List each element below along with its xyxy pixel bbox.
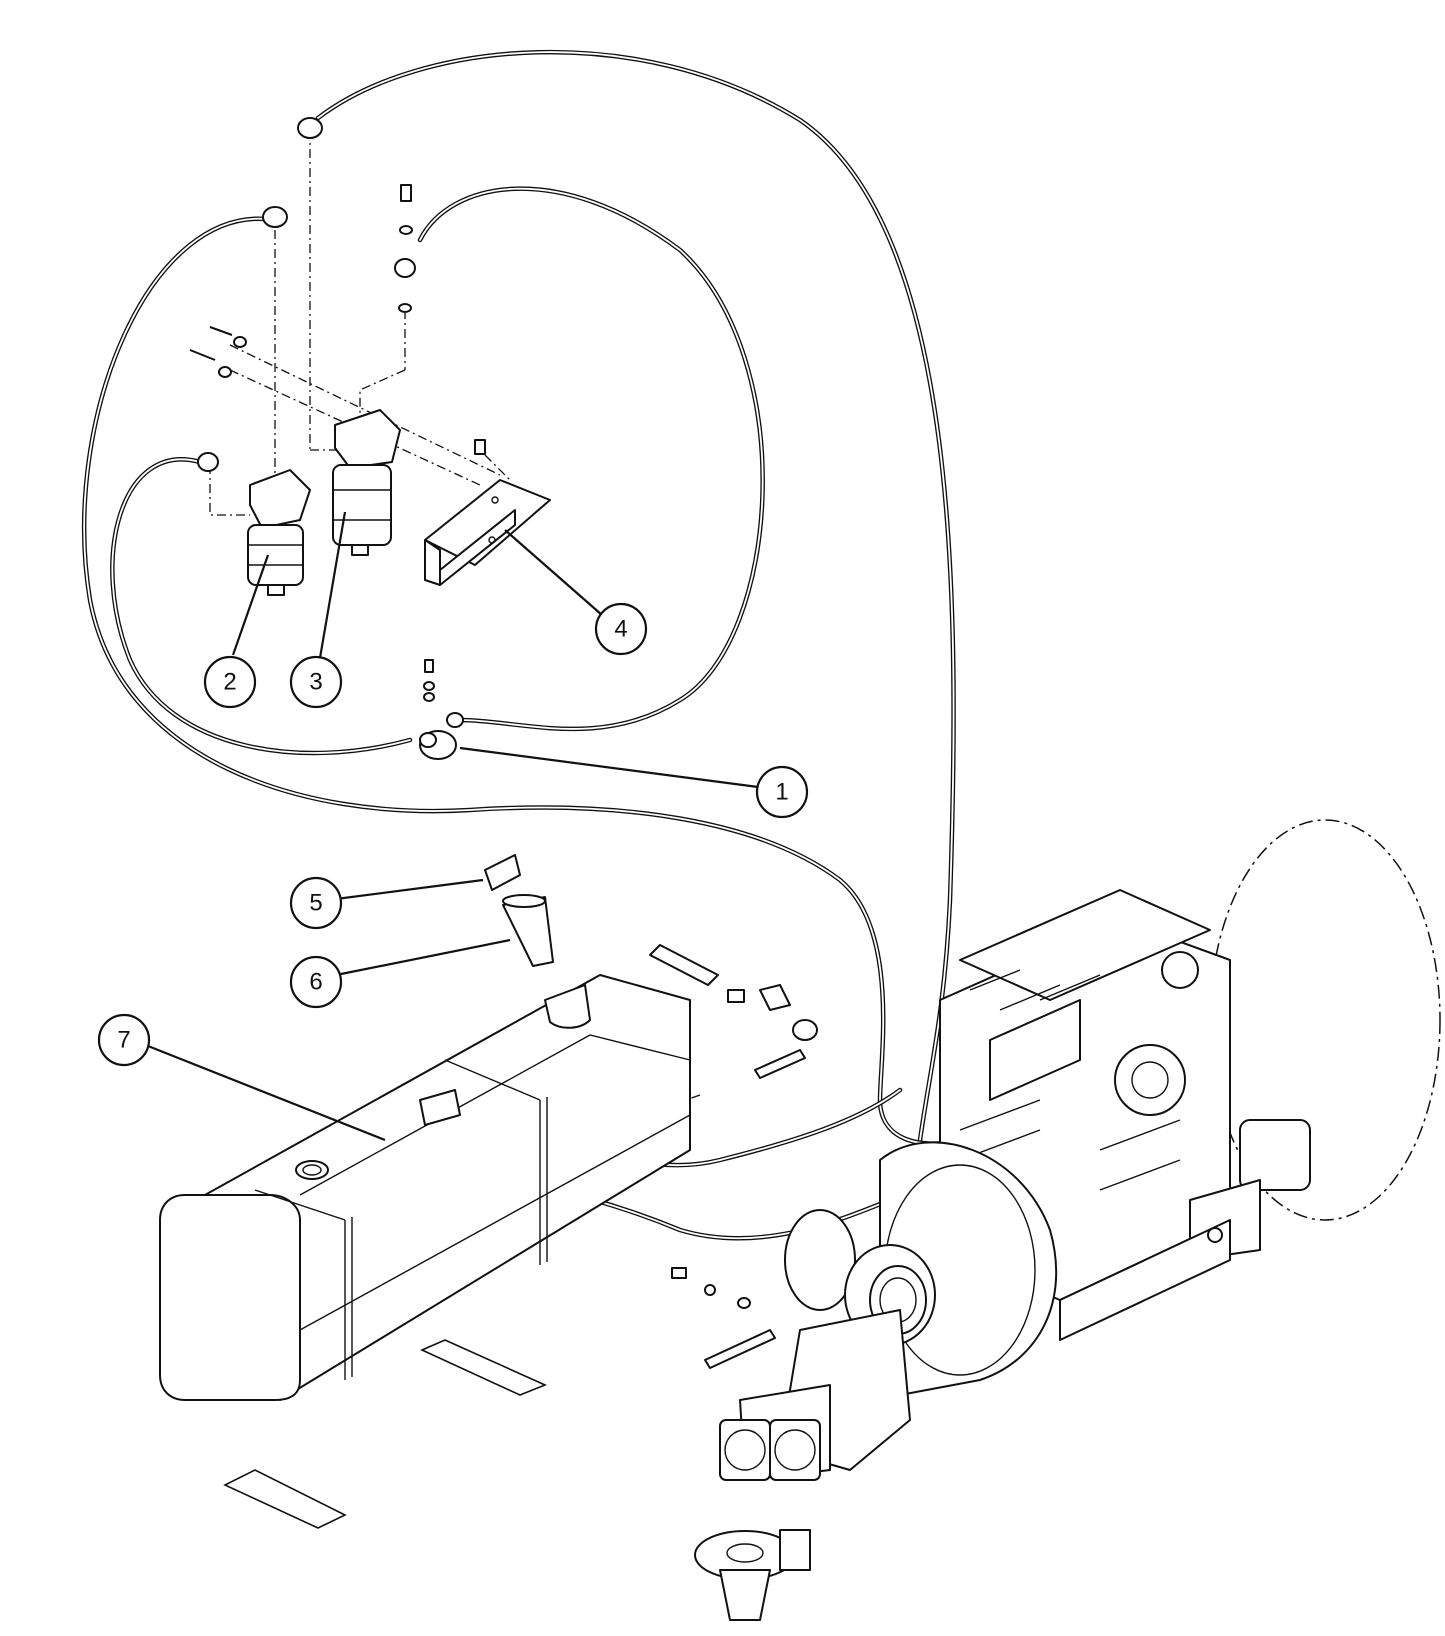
hardware <box>189 117 776 1369</box>
floor-mounting-pads <box>223 1339 548 1529</box>
callout-6-label: 6 <box>309 969 322 996</box>
callout-4: 4 <box>594 602 648 656</box>
callout-3-label: 3 <box>309 669 322 696</box>
filler-strainer-6 <box>502 894 554 967</box>
callout-4-label: 4 <box>614 616 627 643</box>
callout-1: 1 <box>755 765 809 819</box>
hose-clamp-1 <box>419 712 464 760</box>
engine-assembly <box>694 889 1311 1621</box>
fuel-filter-3 <box>332 409 401 556</box>
callout-2-label: 2 <box>223 669 236 696</box>
callout-6: 6 <box>289 955 343 1009</box>
fuel-filter-2 <box>247 469 311 596</box>
callout-5: 5 <box>289 876 343 930</box>
mounting-bracket-4 <box>424 479 551 586</box>
callout-7-label: 7 <box>117 1027 130 1054</box>
callout-1-label: 1 <box>775 779 788 806</box>
filler-cap-5 <box>484 854 521 891</box>
callout-2: 2 <box>203 655 257 709</box>
callout-3: 3 <box>289 655 343 709</box>
flywheel-outline <box>1209 819 1441 1221</box>
fuel-tank-7 <box>159 974 691 1401</box>
callout-5-label: 5 <box>309 890 322 917</box>
callout-leaders <box>147 511 759 1142</box>
callout-7: 7 <box>97 1013 151 1067</box>
tank-fittings <box>649 944 818 1079</box>
